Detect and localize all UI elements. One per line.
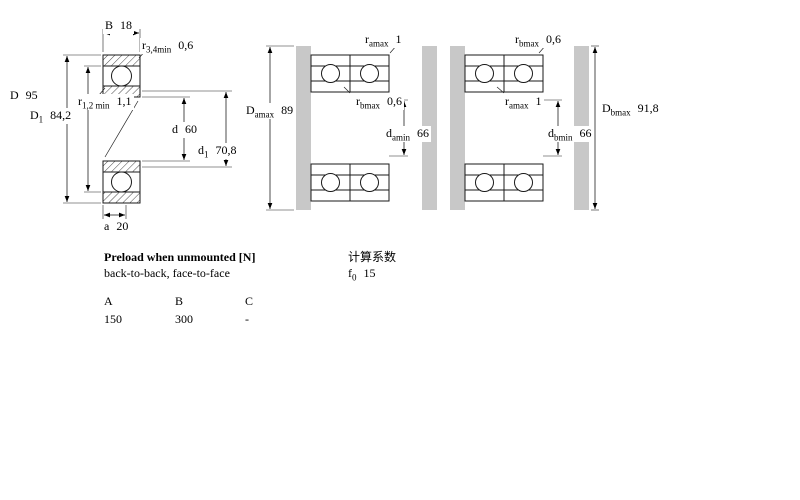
- bearing-ball: [111, 65, 132, 87]
- dim-subscript: 1: [38, 114, 44, 125]
- dim-value: 84,2: [50, 108, 72, 122]
- dim-symbol: d: [386, 126, 392, 140]
- dim-value: 0,6: [387, 94, 402, 108]
- dim-symbol: r: [142, 38, 146, 52]
- dim-label-d1: d1 70,8: [196, 143, 239, 160]
- dim-subscript: bmax: [610, 107, 631, 118]
- calc-factor-f0: f0 15: [348, 266, 376, 284]
- dim-value: 1,1: [116, 94, 132, 108]
- dim-symbol: D: [602, 101, 611, 115]
- dim-subscript: amax: [254, 109, 275, 120]
- preload-column-a: A: [104, 294, 113, 308]
- factor-subscript: 0: [352, 272, 357, 283]
- dim-subscript: amax: [369, 38, 389, 49]
- dim-value: 20: [116, 219, 129, 233]
- dim-value: 91,8: [637, 101, 659, 115]
- dim-subscript: 3,4min: [146, 44, 172, 55]
- bearing-ball: [475, 64, 494, 83]
- factor-value: 15: [363, 266, 376, 280]
- dim-label-rbmax-mid: rbmax 0,6: [354, 94, 404, 111]
- dim-value: 1: [395, 32, 402, 46]
- preload-subtitle: back-to-back, face-to-face: [104, 266, 230, 280]
- dim-symbol: B: [105, 18, 114, 32]
- bearing-ball: [514, 64, 533, 83]
- abutment-shoulder: [450, 46, 465, 210]
- dim-label-r12: r1,2 min 1,1: [76, 94, 134, 111]
- bearing-ball: [321, 64, 340, 83]
- dim-subscript: 1,2 min: [82, 100, 110, 111]
- dim-value: 0,6: [546, 32, 561, 46]
- middle-arrangement-drawing: [296, 46, 437, 210]
- dim-label-damin: damin 66: [384, 126, 431, 143]
- dim-subscript: bmax: [519, 38, 539, 49]
- dim-label-Damax: Damax 89: [244, 103, 296, 120]
- dim-symbol: d: [548, 126, 554, 140]
- dim-subscript: 1: [204, 149, 209, 160]
- abutment-shoulder: [296, 46, 311, 210]
- bearing-ball: [321, 173, 340, 192]
- dim-subscript: bmax: [360, 100, 380, 111]
- dim-subscript: amin: [392, 132, 410, 143]
- dim-label-d: d 60: [170, 122, 199, 139]
- dim-label-ramax-right: ramax 1: [503, 94, 544, 111]
- dim-label-D: D 95: [8, 88, 40, 105]
- dim-symbol: r: [515, 32, 519, 46]
- dim-label-a: a 20: [102, 219, 131, 236]
- dim-symbol: r: [356, 94, 360, 108]
- calc-title: 计算系数: [348, 250, 397, 264]
- dim-value: 60: [185, 122, 197, 136]
- bearing-ball: [514, 173, 533, 192]
- dim-value: 18: [120, 18, 133, 32]
- dim-subscript: amax: [509, 100, 529, 111]
- dim-label-Dbmax: Dbmax 91,8: [600, 101, 661, 118]
- bearing-ball: [111, 171, 132, 193]
- middle-dimension-lines: [266, 44, 408, 211]
- dim-value: 95: [25, 88, 38, 102]
- dim-symbol: a: [104, 219, 110, 233]
- dim-value: 66: [579, 126, 592, 140]
- left-bearing-dimension-lines: [63, 29, 232, 219]
- dim-symbol: d: [172, 122, 178, 136]
- left-bearing-cross-section: [102, 54, 141, 204]
- dim-label-dbmin: dbmin 66: [546, 126, 594, 143]
- preload-value-b: 300: [175, 312, 193, 326]
- dim-value: 89: [281, 103, 294, 117]
- bearing-ball: [475, 173, 494, 192]
- dim-symbol: D: [30, 108, 39, 122]
- dim-symbol: r: [365, 32, 369, 46]
- preload-value-c: -: [245, 312, 249, 326]
- dim-label-r34: r3,4min 0,6: [140, 38, 196, 55]
- dim-label-B: B 18: [103, 18, 135, 35]
- dim-value: 70,8: [215, 143, 237, 157]
- dim-symbol: r: [78, 94, 82, 108]
- dim-symbol: D: [10, 88, 19, 102]
- dim-value: 66: [417, 126, 429, 140]
- dim-label-ramax-mid: ramax 1: [363, 32, 404, 49]
- dim-symbol: D: [246, 103, 255, 117]
- preload-column-b: B: [175, 294, 184, 308]
- dim-label-rbmax-right: rbmax 0,6: [513, 32, 563, 49]
- dim-value: 0,6: [178, 38, 194, 52]
- dim-subscript: bmin: [554, 132, 573, 143]
- bearing-ball: [360, 173, 379, 192]
- dim-label-D1: D1 84,2: [28, 108, 74, 125]
- preload-title: Preload when unmounted [N]: [104, 250, 256, 264]
- factor-symbol: f: [348, 266, 352, 280]
- preload-value-a: 150: [104, 312, 122, 326]
- bearing-ball: [360, 64, 379, 83]
- preload-column-c: C: [245, 294, 254, 308]
- dim-symbol: d: [198, 143, 204, 157]
- dim-symbol: r: [505, 94, 509, 108]
- dim-value: 1: [535, 94, 542, 108]
